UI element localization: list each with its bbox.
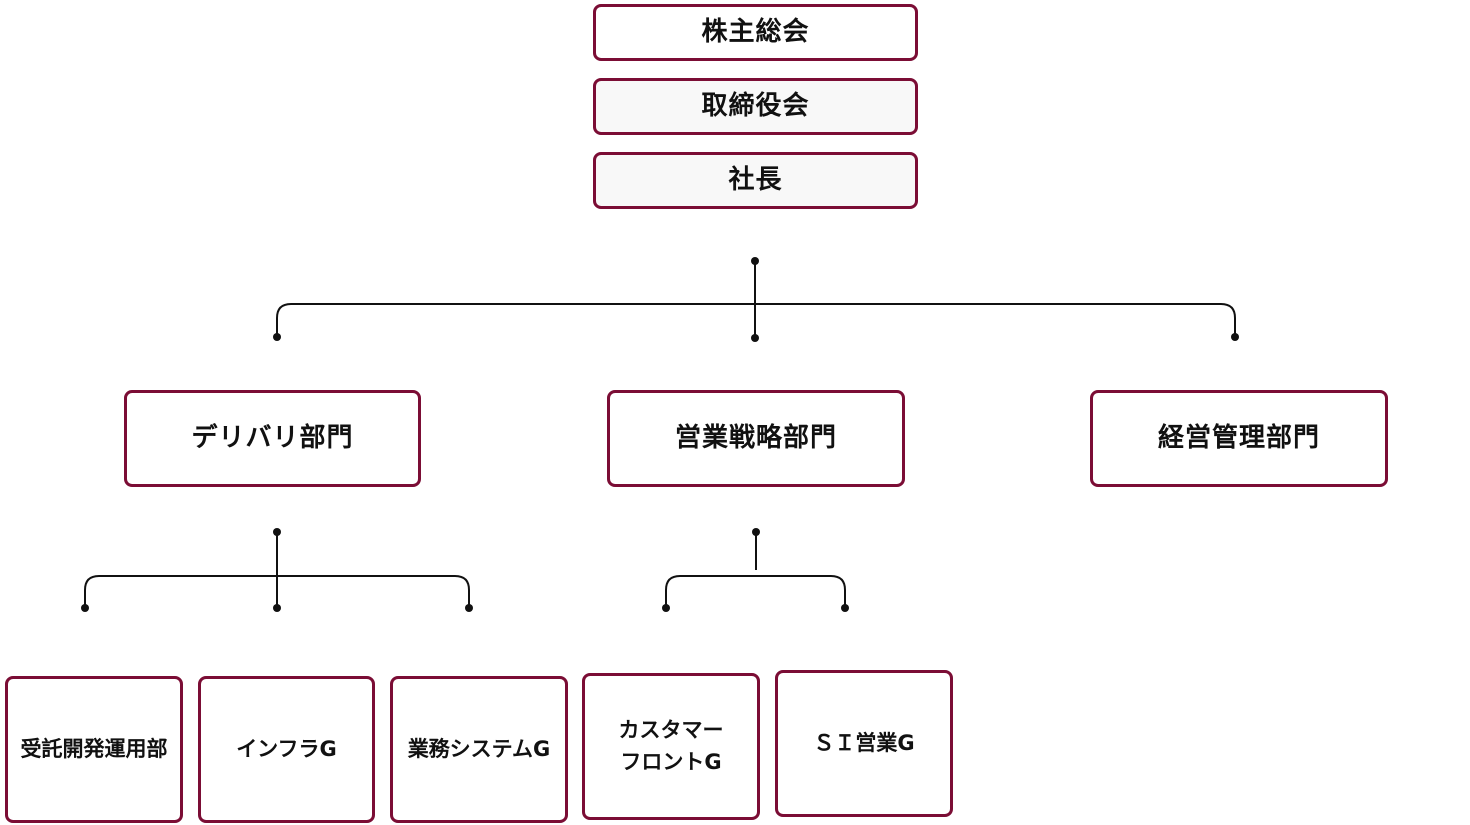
connector-bracket <box>276 303 1236 337</box>
shareholders-meeting-box: 株主総会 <box>593 4 918 61</box>
business-system-group-box: 業務システムG <box>390 676 568 823</box>
connector-dot <box>81 604 89 612</box>
connector-dot <box>752 528 760 536</box>
contract-development-group-box: 受託開発運用部 <box>5 676 183 823</box>
connector-dot <box>1231 333 1239 341</box>
si-sales-group-box: ＳＩ営業G <box>775 670 953 817</box>
connector-bracket <box>84 575 470 608</box>
president-box: 社長 <box>593 152 918 209</box>
delivery-department-box: デリバリ部門 <box>124 390 421 487</box>
infra-group-box: インフラG <box>198 676 375 823</box>
management-department-box: 経営管理部門 <box>1090 390 1388 487</box>
connector-dot <box>465 604 473 612</box>
sales-strategy-department-box: 営業戦略部門 <box>607 390 905 487</box>
connector-dot <box>273 528 281 536</box>
connector-bracket <box>665 575 846 608</box>
connector-dot <box>273 333 281 341</box>
connector-dot <box>662 604 670 612</box>
connector-dot <box>841 604 849 612</box>
board-of-directors-box: 取締役会 <box>593 78 918 135</box>
connector-dot <box>751 334 759 342</box>
customer-front-group-box: カスタマー フロントG <box>582 673 760 820</box>
connector-dot <box>273 604 281 612</box>
connector-dot <box>751 257 759 265</box>
